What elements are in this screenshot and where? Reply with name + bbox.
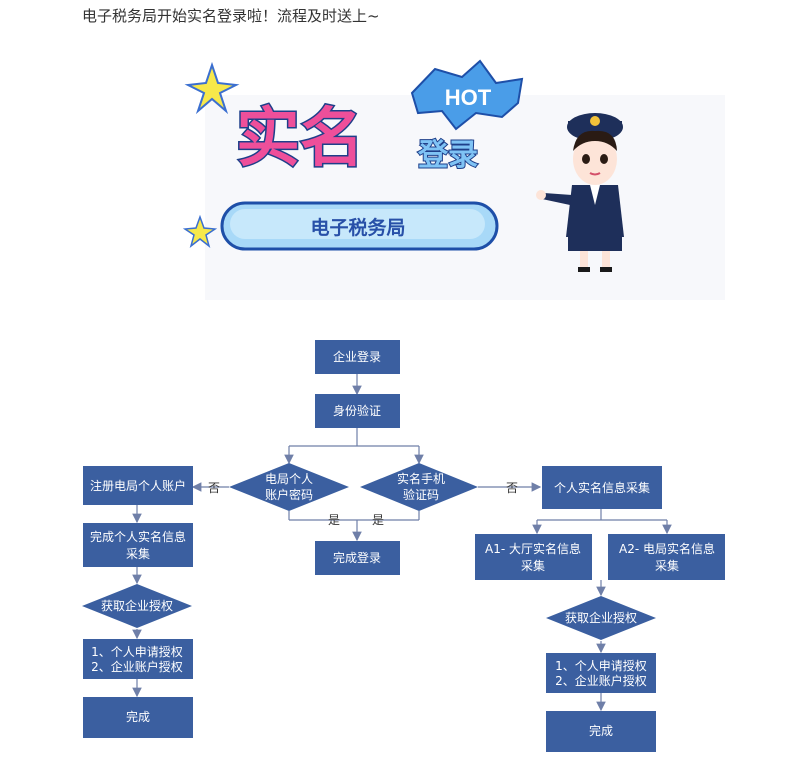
node-label: 采集 bbox=[126, 546, 150, 561]
node-left-realname: 完成个人实名信息 采集 bbox=[83, 523, 193, 567]
node-label: 账户密码 bbox=[265, 487, 313, 502]
node-label: 身份验证 bbox=[333, 403, 381, 418]
node-label: 1、个人申请授权 bbox=[555, 658, 647, 673]
node-complete-login: 完成登录 bbox=[315, 541, 400, 575]
node-label: 完成 bbox=[126, 709, 150, 724]
banner-title: 实名 bbox=[236, 102, 364, 176]
star-icon bbox=[182, 214, 218, 248]
node-label: 验证码 bbox=[403, 487, 439, 502]
decision-left-get-auth: 获取企业授权 bbox=[82, 584, 192, 628]
decision-sms-code: 实名手机 验证码 bbox=[360, 463, 478, 511]
node-right-a1: A1- 大厅实名信息 采集 bbox=[475, 534, 592, 580]
node-label: 完成 bbox=[589, 723, 613, 738]
node-label: 获取企业授权 bbox=[565, 610, 637, 625]
flow-connectors bbox=[132, 374, 672, 712]
yes-label-right: 是 bbox=[372, 513, 384, 527]
node-label: 采集 bbox=[521, 558, 545, 573]
node-label: 2、企业账户授权 bbox=[91, 659, 183, 674]
node-label: 实名手机 bbox=[397, 471, 445, 486]
flowchart: 企业登录 身份验证 电局个人 账户密码 实名手机 验证码 是 是 否 否 完成登… bbox=[82, 340, 725, 752]
node-corp-login: 企业登录 bbox=[315, 340, 400, 374]
yes-label-left: 是 bbox=[328, 513, 340, 527]
node-label: 注册电局个人账户 bbox=[90, 478, 186, 493]
node-label: 2、企业账户授权 bbox=[555, 673, 647, 688]
banner-pill-text: 电子税务局 bbox=[310, 216, 405, 239]
node-register-account: 注册电局个人账户 bbox=[83, 466, 193, 505]
node-right-done: 完成 bbox=[546, 711, 656, 752]
node-right-a2: A2- 电局实名信息 采集 bbox=[608, 534, 725, 580]
decision-right-get-auth: 获取企业授权 bbox=[546, 596, 656, 640]
node-label: 完成登录 bbox=[333, 550, 381, 565]
node-right-collect: 个人实名信息采集 bbox=[542, 466, 662, 509]
node-left-done: 完成 bbox=[83, 697, 193, 738]
node-label: 完成个人实名信息 bbox=[90, 529, 186, 544]
no-label-right: 否 bbox=[506, 481, 518, 495]
node-left-auth-steps: 1、个人申请授权 2、企业账户授权 bbox=[83, 639, 193, 679]
node-label: 采集 bbox=[655, 558, 679, 573]
node-label: 1、个人申请授权 bbox=[91, 644, 183, 659]
decision-bureau-account: 电局个人 账户密码 bbox=[229, 463, 349, 511]
tax-officer-character bbox=[536, 113, 624, 272]
hot-badge: HOT bbox=[410, 59, 524, 131]
banner-subtitle: 登录 bbox=[417, 138, 478, 173]
star-icon bbox=[184, 61, 240, 115]
node-label: 电局个人 bbox=[265, 472, 313, 486]
article-headline: 电子税务局开始实名登录啦！流程及时送上~ bbox=[82, 7, 380, 25]
node-right-auth-steps: 1、个人申请授权 2、企业账户授权 bbox=[546, 653, 656, 693]
no-label-left: 否 bbox=[208, 481, 220, 495]
node-label: 个人实名信息采集 bbox=[554, 480, 650, 495]
node-identity-verify: 身份验证 bbox=[315, 394, 400, 428]
node-label: 企业登录 bbox=[333, 349, 381, 364]
node-label: 获取企业授权 bbox=[101, 598, 173, 613]
hot-text: HOT bbox=[445, 85, 492, 110]
banner-illustration: HOT 实名 登录 电子税务局 bbox=[182, 59, 725, 300]
node-label: A1- 大厅实名信息 bbox=[485, 541, 581, 556]
node-label: A2- 电局实名信息 bbox=[619, 541, 715, 556]
